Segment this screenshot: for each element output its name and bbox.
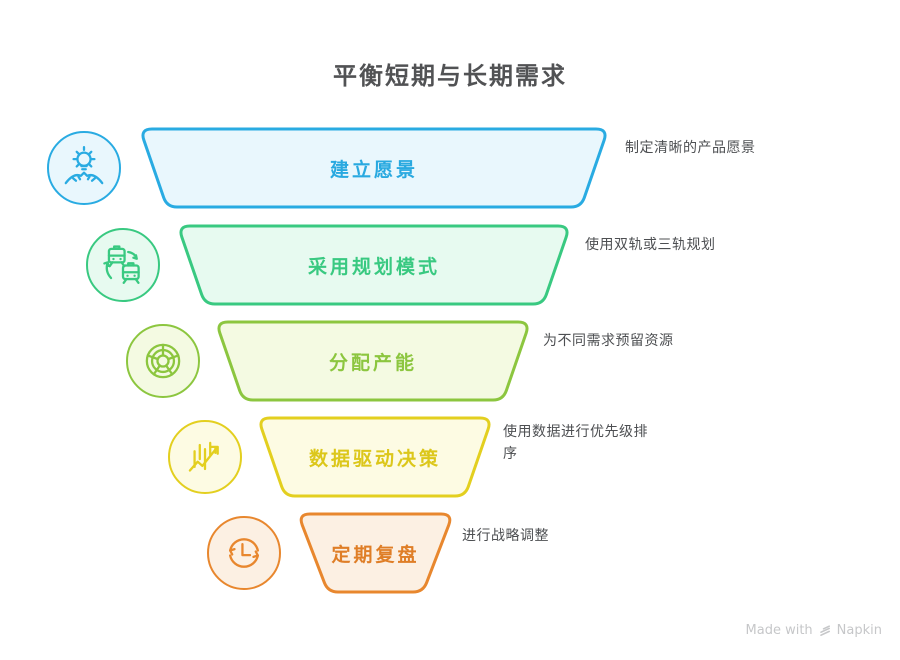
page-title: 平衡短期与长期需求 [333, 62, 567, 90]
clock-refresh-icon [207, 516, 281, 590]
step-label: 采用规划模式 [307, 255, 440, 278]
step-description: 进行战略调整 [462, 528, 549, 544]
napkin-logo-icon [818, 624, 832, 638]
capacity-wheel-icon [126, 324, 200, 398]
idea-hands-icon [47, 131, 121, 205]
funnel-segment [140, 127, 608, 209]
step-description: 制定清晰的产品愿景 [625, 140, 756, 156]
dual-track-trains-icon [86, 228, 160, 302]
funnel-segment [216, 320, 530, 402]
step-label: 数据驱动决策 [308, 447, 441, 470]
funnel-segment [298, 512, 453, 594]
funnel-segment [258, 416, 492, 498]
step-label: 分配产能 [328, 351, 417, 374]
made-with-text: Made with [745, 623, 813, 638]
data-trend-chart-icon [168, 420, 242, 494]
step-description: 使用双轨或三轨规划 [585, 237, 716, 253]
step-label: 定期复盘 [331, 543, 420, 566]
step-description: 为不同需求预留资源 [543, 333, 674, 349]
step-description: 使用数据进行优先级排序 [503, 424, 648, 462]
step-label: 建立愿景 [329, 158, 418, 181]
made-with-napkin: Made with Napkin [746, 623, 882, 638]
funnel-segment [178, 224, 570, 306]
brand-text: Napkin [836, 623, 882, 638]
